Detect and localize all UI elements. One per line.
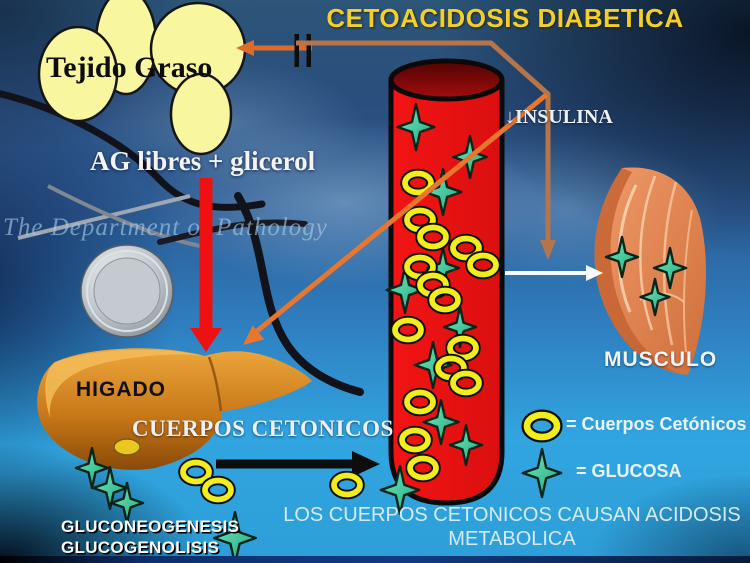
ketone-ring-icon: [404, 389, 436, 415]
ketone-ring-icon: [523, 411, 561, 441]
glucose-star-icon: [604, 235, 640, 279]
fat-tissue-label: Tejido Graso: [46, 51, 213, 84]
ketone-ring-icon: [467, 252, 499, 278]
glucose-star-icon: [109, 481, 145, 525]
stethoscope-tube: [234, 192, 364, 396]
muscle-illustration: [594, 167, 707, 375]
glucose-star-icon: [385, 265, 425, 315]
ketone-bodies-label: CUERPOS CETONICOS: [132, 416, 394, 441]
footer-caption-line1: LOS CUERPOS CETONICOS CAUSAN ACIDOSIS: [283, 504, 741, 526]
flow-arrows: [190, 34, 603, 477]
liver-label: HIGADO: [76, 378, 166, 401]
arrowhead-down: [540, 240, 556, 260]
legend-ketone-label: = Cuerpos Cetónicos: [566, 414, 747, 434]
ketone-ring-icon: [180, 459, 212, 485]
arrow-to-liver-diagonal: [254, 93, 548, 334]
insulin-label: ↓INSULINA: [505, 106, 613, 128]
footer-caption-line2: METABOLICA: [448, 528, 576, 550]
ketone-ring-icon: [402, 170, 434, 196]
outside-marker-icons: [74, 235, 688, 563]
block-bar-icon: [294, 34, 299, 67]
muscle-label: MUSCULO: [604, 348, 718, 371]
ag-glicerol-label: AG libres + glicerol: [90, 146, 316, 176]
ketone-ring-icon: [392, 317, 424, 343]
watermark-text: The Department of Pathology: [3, 214, 328, 241]
glucose-star-icon: [92, 465, 128, 511]
ketone-ring-icon: [417, 224, 449, 250]
stethoscope-tube: [0, 90, 266, 211]
glucose-star-icon: [639, 277, 671, 317]
stethoscope-metal-tube: [17, 194, 191, 240]
ketone-ring-icon: [429, 287, 461, 313]
arrowhead-down: [190, 328, 222, 352]
fat-tissue-blobs: [37, 0, 247, 156]
glucose-star-icon: [521, 447, 563, 499]
ketone-ring-icon: [331, 472, 363, 498]
ketone-ring-icon: [450, 235, 482, 261]
arrowhead-right: [352, 451, 380, 477]
liver-illustration: [37, 348, 313, 470]
arrowhead-right: [586, 265, 603, 281]
glucose-star-icon: [213, 510, 257, 563]
gluconeogenesis-label: GLUCONEOGENESIS: [61, 517, 240, 536]
glycogenolysis-label: GLUCOGENOLISIS: [61, 538, 220, 557]
ketone-ring-icon: [450, 370, 482, 396]
ketone-ring-icon: [202, 477, 234, 503]
arrowhead-left: [236, 40, 254, 56]
glucose-star-icon: [652, 246, 688, 290]
insulin-flow-line: [296, 40, 551, 242]
stethoscope-chestpiece: [80, 244, 174, 338]
stethoscope-metal-tube: [47, 184, 206, 249]
ketone-ring-icon: [407, 455, 439, 481]
legend-glucose-label: = GLUCOSA: [576, 461, 682, 481]
ketone-ring-icon: [399, 427, 431, 453]
arrowhead-down-left: [243, 325, 265, 345]
glucose-star-icon: [422, 398, 460, 446]
glucose-star-icon: [448, 423, 484, 467]
ketone-ring-icons: [390, 168, 501, 483]
glucose-star-icon: [396, 102, 436, 152]
stethoscope-tube: [157, 219, 308, 245]
glucose-star-icon: [379, 464, 421, 516]
glucose-star-icon: [442, 305, 478, 349]
block-bar-icon: [306, 34, 311, 67]
slide-title: CETOACIDOSIS DIABETICA: [326, 3, 684, 33]
bottom-strip: [0, 556, 750, 563]
